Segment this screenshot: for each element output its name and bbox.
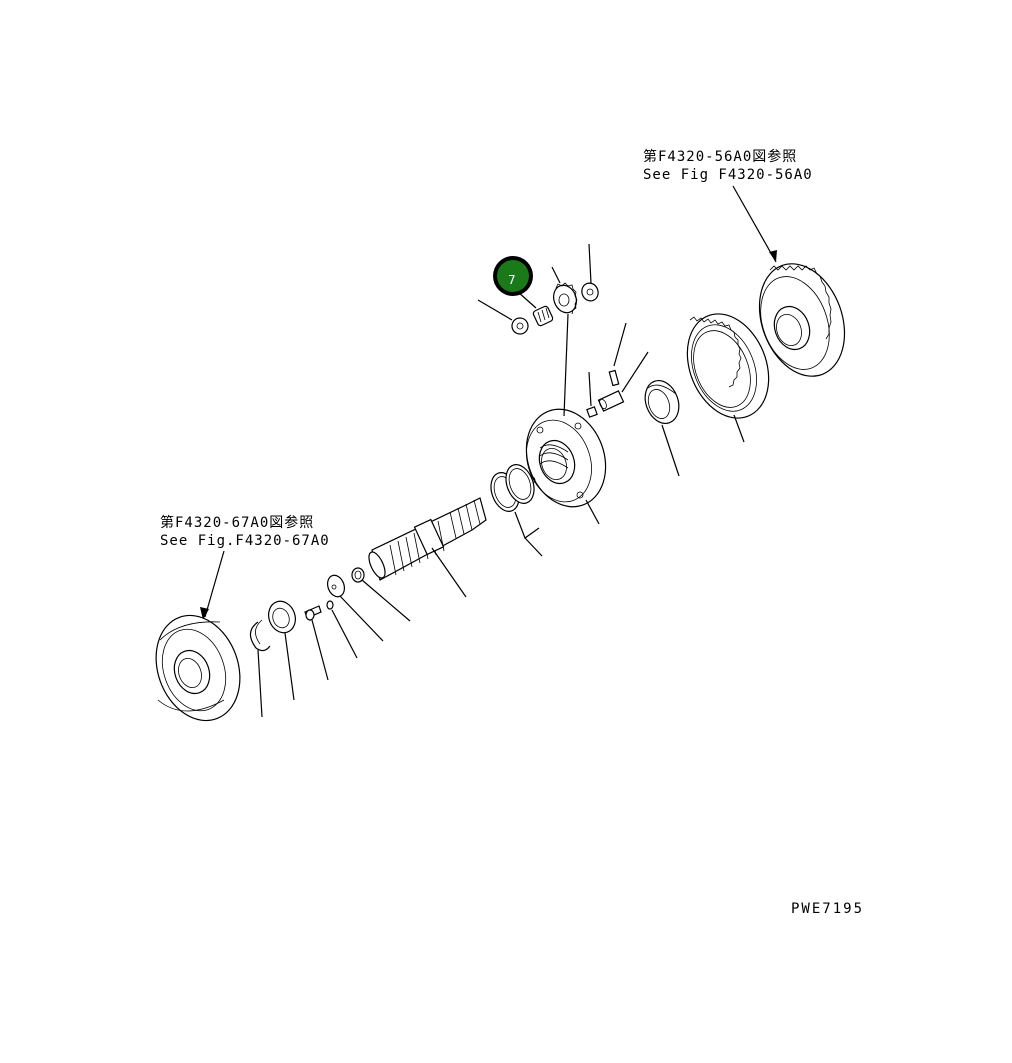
leader-steel-ball [588,371,592,407]
seal-rings[interactable] [486,461,539,515]
toothed-ring[interactable] [673,302,784,431]
leader-small-washer [331,609,358,659]
leader-needle-bearing [517,291,537,309]
reference-arrow-left [200,550,225,620]
leader-oil-seal [284,632,295,701]
planet-gear[interactable] [550,282,580,316]
leader-toothed-ring [733,414,745,443]
needle-bearing[interactable] [532,305,554,327]
leader-bolt [311,619,329,681]
housing-cover[interactable] [142,604,254,733]
leader-pinion-shaft [621,351,649,393]
leader-thrust-washer-right [588,243,592,284]
steel-ball[interactable] [586,406,598,418]
reference-top-right-jp: 第F4320-56A0図参照 [643,148,797,165]
spring-pin[interactable] [608,369,620,387]
reference-left-en: See Fig.F4320-67A0 [160,533,330,549]
leader-snap-ring [257,649,263,718]
bolt[interactable] [304,605,322,621]
reference-left-jp: 第F4320-67A0図参照 [160,514,314,531]
reference-top-right-en: See Fig F4320-56A0 [643,167,813,183]
leader-planet-gear-down [563,313,569,417]
thrust-washer-left[interactable] [510,316,531,337]
leader-thrust-washer-left [477,299,513,321]
oil-seal[interactable] [264,598,299,637]
leader-shaft-ring [361,579,411,622]
plug-disc[interactable] [325,573,348,599]
leader-spring-pin [613,322,627,367]
leader-planet-gear-top [551,266,561,284]
snap-ring[interactable] [249,619,271,652]
pinion-shaft[interactable] [597,390,625,412]
callout-7[interactable]: 7 [493,256,533,296]
leader-input-shaft [431,547,467,598]
leader-plug-disc [339,595,384,642]
ring-gear-outer[interactable] [745,252,860,388]
leader-bearing-race [661,424,680,477]
leader-carrier [585,499,600,525]
shaft-ring[interactable] [351,567,365,583]
leader-seal-rings [514,511,543,557]
planet-carrier[interactable] [513,398,619,518]
small-washer[interactable] [326,600,334,610]
callout-7-label: 7 [508,273,516,287]
reference-arrow-top-right [732,185,777,263]
bearing-race[interactable] [639,376,684,428]
thrust-washer-right[interactable] [579,281,600,303]
input-shaft[interactable] [366,497,487,581]
drawing-code: PWE7195 [791,901,864,917]
